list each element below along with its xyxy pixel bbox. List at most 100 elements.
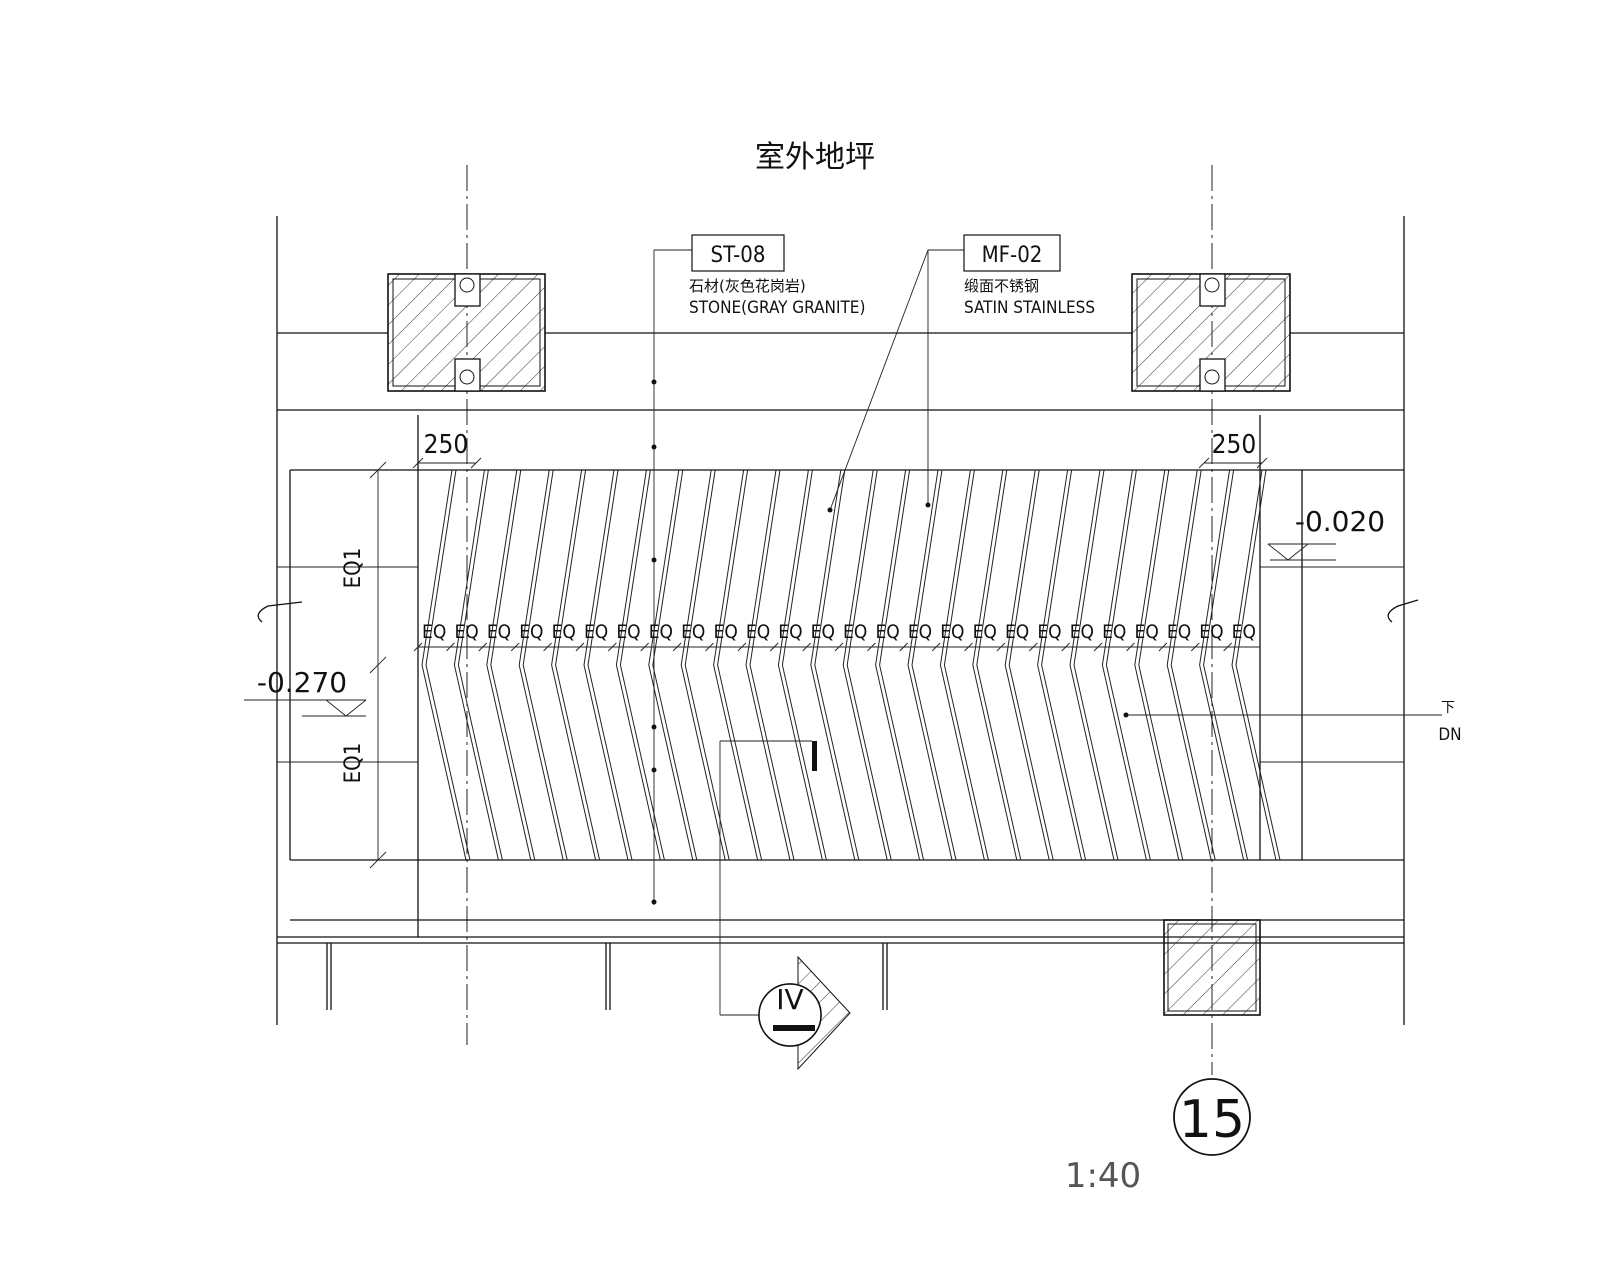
callout-stone-tag: ST-08 [711, 243, 766, 268]
callout-metal-en: SATIN STAINLESS [964, 298, 1095, 318]
eq-label: EQ [778, 621, 802, 643]
stair-tread-edge [846, 469, 892, 861]
eq-tick [996, 642, 1006, 652]
stair-tread-edge [555, 469, 601, 861]
dim-250-right: 250 [1212, 430, 1257, 460]
stair-tread-edge [1008, 469, 1054, 861]
stair-tread-line [1199, 469, 1245, 861]
direction-en: DN [1438, 725, 1461, 745]
level-mark-right: -0.020 [1267, 505, 1385, 561]
stair-tread-line [551, 469, 597, 861]
eq-label: EQ [454, 621, 478, 643]
eq-label: EQ [584, 621, 608, 643]
stair-tread-edge [1041, 469, 1087, 861]
eq-label: EQ [843, 621, 867, 643]
stair-tread-line [1004, 469, 1050, 861]
eq-tick [478, 642, 488, 652]
direction-cn: 下 [1441, 700, 1455, 716]
section-marker-label: IV [776, 983, 803, 1016]
width-dimension-right: 250 [1198, 430, 1268, 469]
eq-tick [705, 642, 714, 652]
eq-tick [575, 642, 585, 652]
eq-label: EQ [649, 621, 673, 643]
eq-label: EQ [973, 621, 997, 643]
width-dimension-left: 250 [412, 430, 482, 469]
stair-tread-edge [587, 469, 633, 861]
eq-label: EQ [681, 621, 705, 643]
stair-tread-line [972, 469, 1018, 861]
stair-tread-line [1166, 469, 1212, 861]
left-vertical-dimension: EQ1 EQ1 [341, 461, 387, 869]
grid-bubble: 15 [1173, 1078, 1251, 1156]
stair-tread-edge [911, 469, 957, 861]
stair-tread-edge [619, 469, 665, 861]
stair-tread-edge [781, 469, 827, 861]
dim-eq-upper: EQ1 [341, 548, 366, 589]
direction-arrow: 下 DN [1123, 700, 1462, 745]
eq-label: EQ [940, 621, 964, 643]
stair-tread-line [713, 469, 759, 861]
stair-tread-line [810, 469, 856, 861]
stair-tread-line [421, 469, 467, 861]
eq-label: EQ [487, 621, 511, 643]
stair-tread-line [1037, 469, 1083, 861]
level-mark-left: -0.270 [244, 666, 367, 717]
stair-tread-edge [1073, 469, 1119, 861]
eq-tick [640, 642, 650, 652]
eq-tick [1126, 642, 1135, 652]
eq-label: EQ [1199, 621, 1223, 643]
stair-tread-edge [976, 469, 1022, 861]
column-bottom-right [1163, 919, 1261, 1016]
stair-tread-line [1101, 469, 1147, 861]
eq-tick [543, 642, 552, 652]
grid-bubble-label: 15 [1179, 1090, 1245, 1150]
stair-tread-line [939, 469, 985, 861]
stair-tread-line [518, 469, 564, 861]
eq-label: EQ [908, 621, 932, 643]
eq-tick [607, 642, 617, 652]
eq-tick [1028, 642, 1038, 652]
dim-250-left: 250 [424, 430, 469, 460]
eq-tick [413, 642, 423, 652]
eq-label: EQ [519, 621, 543, 643]
eq-label: EQ [1005, 621, 1029, 643]
stair-tread-edge [652, 469, 698, 861]
eq-tick [964, 642, 973, 652]
stair-tread-line [777, 469, 823, 861]
stair-tread-line [615, 469, 661, 861]
eq-tick [899, 642, 909, 652]
stair-tread-line [680, 469, 726, 861]
stair-tread-edge [879, 469, 925, 861]
eq-label: EQ [422, 621, 446, 643]
eq-label: EQ [811, 621, 835, 643]
level-right-value: -0.020 [1295, 505, 1385, 538]
stair-tread-edge [425, 469, 471, 861]
stair-tread-edge [1170, 469, 1216, 861]
eq-tick [1223, 642, 1232, 652]
callout-metal: MF-02 缎面不锈钢 SATIN STAINLESS [827, 234, 1095, 513]
stair-tread-edge [814, 469, 860, 861]
eq-tick [1093, 642, 1103, 652]
eq-tick [802, 642, 811, 652]
eq-tick [1158, 642, 1168, 652]
callout-stone: ST-08 石材(灰色花岗岩) STONE(GRAY GRANITE) [651, 234, 865, 905]
eq-label: EQ [1232, 621, 1256, 643]
eq-tick [510, 642, 520, 652]
callout-stone-en: STONE(GRAY GRANITE) [689, 298, 865, 318]
stair-tread-line [1231, 469, 1277, 861]
stair-tread-edge [1138, 469, 1184, 861]
stair-tread-edge [1203, 469, 1249, 861]
stair-tread-line [453, 469, 499, 861]
stair-tread-line [1069, 469, 1115, 861]
stair-tread-edge [457, 469, 503, 861]
eq-label: EQ [1135, 621, 1159, 643]
callout-metal-cn: 缎面不锈钢 [964, 277, 1039, 295]
eq-tick [769, 642, 779, 652]
eq-label: EQ [714, 621, 738, 643]
stair-tread-line [745, 469, 791, 861]
column-top-left [387, 273, 546, 392]
boundary-lines [257, 216, 1419, 1025]
stair-tread-line [1134, 469, 1180, 861]
stair-tread-edge [943, 469, 989, 861]
